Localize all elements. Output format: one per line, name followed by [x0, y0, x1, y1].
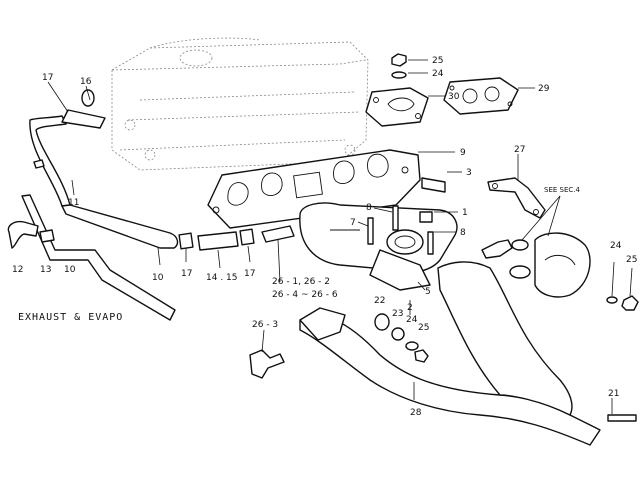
label-7: 7 [350, 218, 356, 228]
manifold-studs [367, 177, 446, 255]
label-10-left: 10 [64, 265, 76, 275]
label-11: 11 [68, 198, 79, 208]
label-5: 5 [425, 287, 431, 297]
label-30: 30 [448, 92, 460, 102]
carburetor-insulator [365, 87, 429, 127]
exhaust-manifold [299, 202, 458, 291]
front-exhaust-tube [299, 232, 601, 446]
nut-washer-top [391, 53, 407, 79]
label-17-mid: 17 [181, 269, 192, 279]
label-22: 22 [374, 296, 385, 306]
nuts-right [606, 295, 639, 311]
label-16: 16 [80, 77, 92, 87]
label-23: 23 [392, 309, 403, 319]
cylinder-head [111, 37, 369, 171]
label-25-lower: 25 [418, 323, 429, 333]
label-24-right: 24 [610, 241, 622, 251]
label-29: 29 [538, 84, 550, 94]
label-24-lower: 24 [406, 315, 418, 325]
label-26-1-2: 26 - 1, 26 - 2 [272, 277, 330, 287]
exhaust-sensor [481, 239, 531, 279]
label-9: 9 [460, 148, 466, 158]
see-section-note: SEE SEC.4 [544, 186, 580, 194]
label-27: 27 [514, 145, 525, 155]
label-10-right: 10 [152, 273, 164, 283]
label-1: 1 [462, 208, 468, 218]
label-17-top: 17 [42, 73, 53, 83]
label-2: 2 [407, 303, 413, 313]
evap-hoses [7, 89, 295, 321]
label-8-upper: 8 [366, 203, 372, 213]
bracket [487, 177, 546, 219]
label-8-lower: 8 [460, 228, 466, 238]
label-3: 3 [466, 168, 472, 178]
diagram-caption: EXHAUST & EVAPO [18, 312, 123, 323]
label-21: 21 [608, 389, 619, 399]
leader-lines [47, 59, 633, 414]
evap-fitting [249, 349, 285, 379]
label-14-15: 14 . 15 [206, 273, 238, 283]
label-26-4-6: 26 - 4 ~ 26 - 6 [272, 290, 338, 300]
label-25-right: 25 [626, 255, 637, 265]
label-24-top: 24 [432, 69, 444, 79]
stud-21 [607, 414, 637, 422]
label-28: 28 [410, 408, 422, 418]
label-12: 12 [12, 265, 23, 275]
lower-hardware [374, 313, 429, 363]
head-bolts [124, 119, 356, 161]
label-26-3: 26 - 3 [252, 320, 278, 330]
carburetor-gasket [443, 77, 519, 115]
label-13: 13 [40, 265, 51, 275]
label-25-top: 25 [432, 56, 443, 66]
label-17-right: 17 [244, 269, 255, 279]
